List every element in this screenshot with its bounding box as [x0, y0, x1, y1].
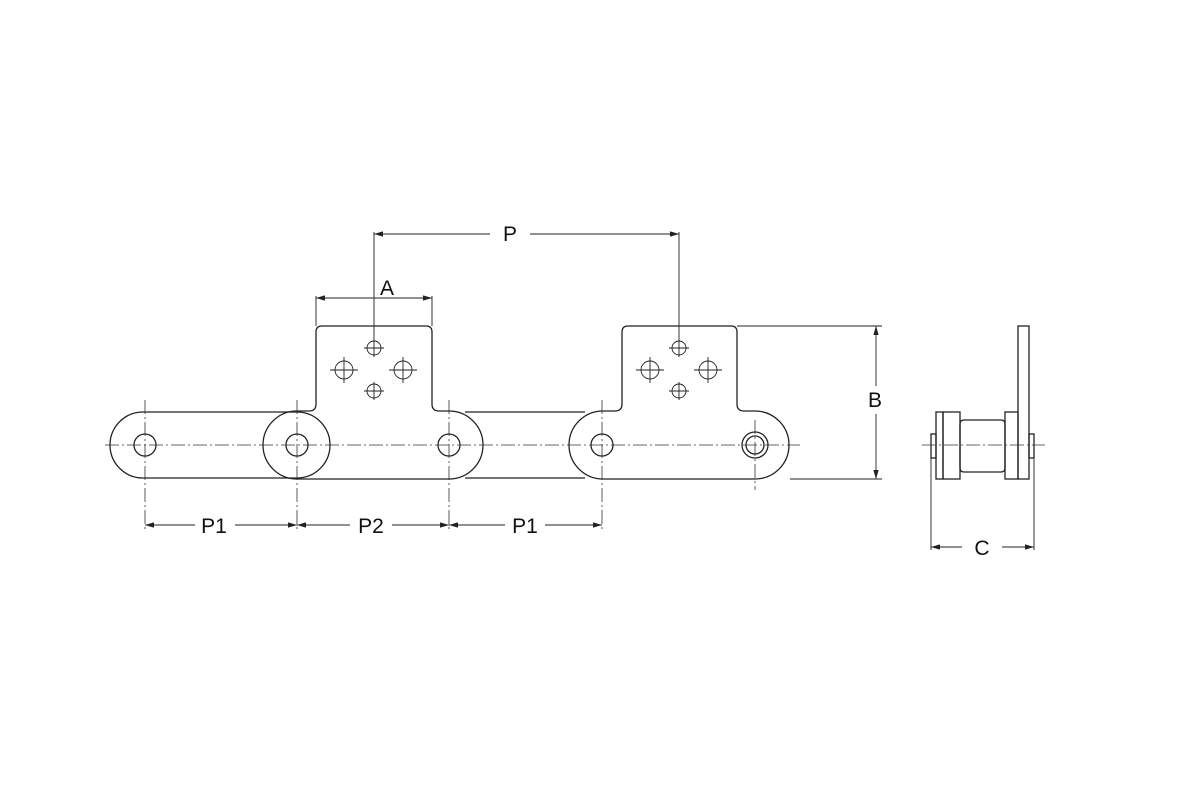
label-a: A — [380, 277, 394, 300]
dimension-c: C — [930, 458, 1035, 560]
end-attachment-plate — [1017, 325, 1030, 480]
end-inner-plate-left — [942, 411, 961, 480]
end-bushing — [959, 419, 1006, 473]
vertical-centerlines — [144, 400, 756, 530]
label-c: C — [974, 537, 989, 560]
dimension-p: P — [373, 223, 680, 340]
attachment-link-middle — [262, 325, 484, 480]
attachment-holes-left — [330, 339, 417, 400]
attachment-holes-right — [636, 339, 722, 400]
label-p1-left: P1 — [201, 515, 227, 538]
label-p2: P2 — [358, 515, 384, 538]
chain-side-view — [105, 325, 800, 530]
attachment-link-right — [568, 325, 790, 480]
dimension-b: B — [737, 325, 882, 480]
dimension-p2: P2 — [297, 515, 449, 538]
end-pin-head-left — [930, 433, 937, 459]
end-inner-plate-right — [1004, 411, 1019, 480]
label-b: B — [868, 389, 882, 412]
dimension-p1-left: P1 — [145, 515, 297, 538]
label-p1-right: P1 — [512, 515, 538, 538]
chain-end-view — [922, 325, 1045, 480]
end-pin-head-right — [1028, 433, 1035, 459]
dimension-p1-right: P1 — [449, 515, 602, 538]
label-p: P — [503, 223, 517, 246]
dimension-a: A — [315, 277, 433, 326]
end-outer-plate-left — [935, 411, 944, 480]
